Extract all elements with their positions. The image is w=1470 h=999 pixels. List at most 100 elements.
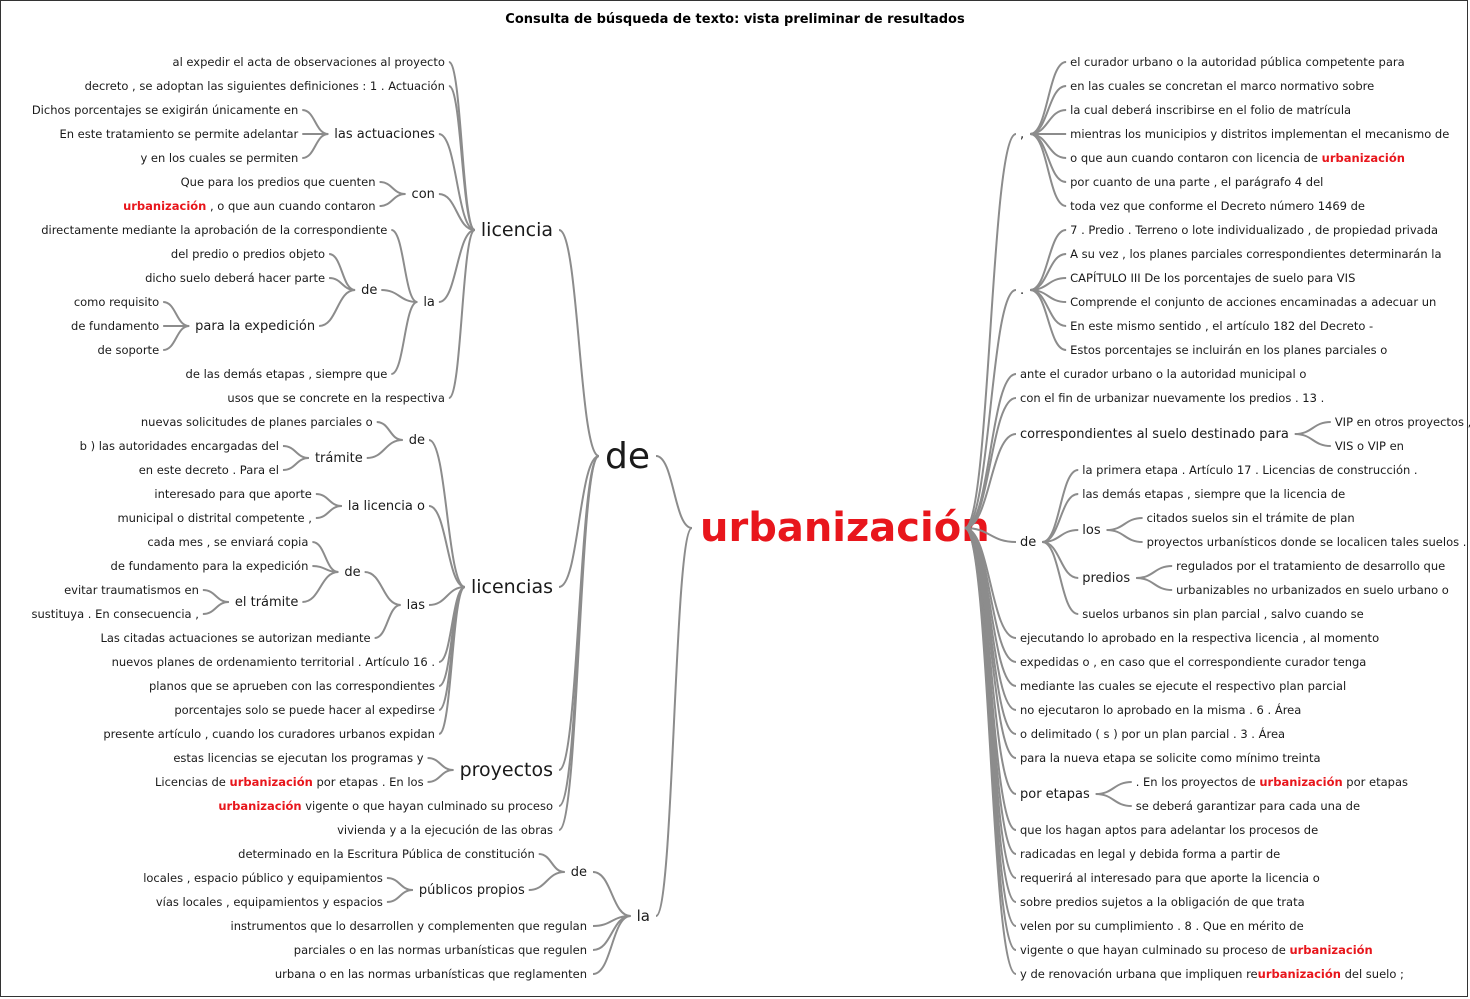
- right-phrase: y de renovación urbana que impliquen reu…: [1020, 967, 1404, 981]
- de-phrase: En este tratamiento se permite adelantar: [59, 127, 298, 141]
- la-phrase: determinado en la Escritura Pública de c…: [238, 847, 535, 861]
- de-branch: [438, 586, 466, 735]
- page-title: Consulta de búsqueda de texto: vista pre…: [505, 12, 965, 27]
- right-phrase: ejecutando lo aprobado en la respectiva …: [1020, 631, 1379, 645]
- de-phrase: b ) las autoridades encargadas del: [80, 439, 279, 453]
- de-phrase: interesado para que aporte: [154, 487, 311, 501]
- right-node: los: [1082, 523, 1101, 538]
- de-phrase: de fundamento para la expedición: [111, 559, 309, 573]
- de-branch: [428, 505, 466, 588]
- right-branch: [1029, 229, 1067, 291]
- de-branch: [318, 289, 356, 327]
- de-phrase: de soporte: [97, 343, 159, 357]
- de-phrase: como requisito: [74, 295, 159, 309]
- right-phrase: mientras los municipios y distritos impl…: [1070, 127, 1449, 141]
- de-phrase: municipal o distrital competente ,: [117, 511, 311, 525]
- de-branch: [427, 769, 454, 783]
- right-phrase: en las cuales se concretan el marco norm…: [1070, 79, 1374, 93]
- right-phrase: o que aun cuando contaron con licencia d…: [1070, 151, 1405, 165]
- right-phrase: proyectos urbanísticos donde se localice…: [1147, 535, 1467, 549]
- keyword-to-de: [655, 455, 693, 529]
- de-node: de: [361, 283, 377, 298]
- de-branch: [390, 301, 418, 375]
- de-branch: [302, 133, 329, 159]
- de-phrase: Las citadas actuaciones se autorizan med…: [100, 631, 370, 645]
- de-phrase: de fundamento: [71, 319, 159, 333]
- right-phrase: o delimitado ( s ) por un plan parcial .…: [1020, 726, 1285, 741]
- de-phrase: del predio o predios objeto: [171, 247, 325, 261]
- de-branch: [558, 455, 600, 588]
- de-branch: [379, 181, 406, 195]
- la-phrase: parciales o en las normas urbanísticas q…: [294, 943, 587, 957]
- right-phrase: VIS o VIP en: [1335, 439, 1404, 453]
- la-branch: [386, 889, 414, 903]
- de-phrase: sustituya . En consecuencia ,: [32, 607, 199, 621]
- de-branch: [558, 455, 600, 771]
- la-branch: [386, 877, 414, 891]
- right-phrase: toda vez que conforme el Decreto número …: [1070, 199, 1365, 213]
- la-branch: [592, 871, 631, 917]
- de-branch: [364, 571, 401, 606]
- right-branch: [1294, 433, 1331, 447]
- de-branch: [558, 455, 600, 831]
- right-phrase: A su vez , los planes parciales correspo…: [1070, 247, 1441, 261]
- de-branch: [315, 493, 342, 507]
- right-branch: [1294, 421, 1331, 435]
- right-branch: [1136, 565, 1173, 579]
- de-phrase: dicho suelo deberá hacer parte: [145, 271, 325, 285]
- right-phrase: con el fin de urbanizar nuevamente los p…: [1020, 391, 1324, 405]
- de-phrase: decreto , se adoptan las siguientes defi…: [85, 79, 445, 93]
- de-node: licencia: [481, 219, 553, 241]
- de-phrase: de las demás etapas , siempre que: [186, 367, 388, 381]
- right-phrase: por cuanto de una parte , el parágrafo 4…: [1070, 175, 1323, 189]
- keyword-right-branch: [963, 527, 1017, 975]
- right-branch: [1029, 289, 1067, 351]
- right-phrase: ante el curador urbano o la autoridad mu…: [1020, 367, 1306, 381]
- right-phrase: Estos porcentajes se incluirán en los pl…: [1070, 343, 1387, 357]
- right-phrase: la primera etapa . Artículo 17 . Licenci…: [1082, 463, 1417, 477]
- right-branch: [1042, 493, 1079, 543]
- de-phrase: en este decreto . Para el: [139, 463, 279, 477]
- de-branch: [162, 325, 190, 351]
- right-node: correspondientes al suelo destinado para: [1020, 427, 1289, 442]
- right-phrase: para la nueva etapa se solicite como mín…: [1020, 751, 1321, 765]
- de-phrase: al expedir el acta de observaciones al p…: [173, 55, 445, 69]
- de-branch: [302, 109, 329, 135]
- la-node: de: [571, 865, 587, 880]
- la-branch: [538, 853, 565, 873]
- de-phrase: evitar traumatismos en: [64, 583, 199, 597]
- right-phrase: no ejecutaron lo aprobado en la misma . …: [1020, 702, 1301, 717]
- de-branch: [381, 289, 418, 303]
- right-node: de: [1020, 535, 1036, 550]
- right-phrase: velen por su cumplimiento . 8 . Que en m…: [1020, 919, 1304, 933]
- de-branch: [558, 229, 600, 457]
- de-branch: [312, 565, 339, 573]
- keyword-right-branch: [964, 289, 1017, 529]
- la-phrase: vías locales , equipamientos y espacios: [156, 895, 383, 909]
- right-phrase: el curador urbano o la autoridad pública…: [1070, 55, 1405, 69]
- right-phrase: Comprende el conjunto de acciones encami…: [1070, 295, 1436, 309]
- de-branch: [438, 586, 466, 711]
- right-branch: [1095, 781, 1132, 795]
- root-left-de: de: [605, 436, 650, 477]
- de-branch: [202, 601, 229, 615]
- de-node: las: [407, 598, 426, 613]
- de-branch: [428, 439, 466, 588]
- de-branch: [390, 229, 418, 303]
- right-phrase: urbanizables no urbanizados en suelo urb…: [1176, 583, 1449, 597]
- right-phrase: la cual deberá inscribirse en el folio d…: [1070, 103, 1351, 117]
- de-branch: [315, 505, 342, 519]
- de-phrase: estas licencias se ejecutan los programa…: [173, 751, 423, 765]
- keyword-right-branch: [964, 433, 1017, 529]
- de-branch: [312, 541, 339, 573]
- right-phrase: radicadas en legal y debida forma a part…: [1020, 847, 1280, 861]
- keyword-right-branch: [964, 527, 1017, 543]
- de-node: de: [344, 565, 360, 580]
- de-branch: [438, 193, 476, 231]
- de-phrase: y en los cuales se permiten: [140, 151, 298, 165]
- de-phrase: Dichos porcentajes se exigirán únicament…: [32, 103, 298, 117]
- keyword-right-branch: [964, 397, 1017, 529]
- right-node: .: [1020, 283, 1024, 298]
- de-branch: [162, 301, 190, 327]
- de-branch: [438, 229, 476, 303]
